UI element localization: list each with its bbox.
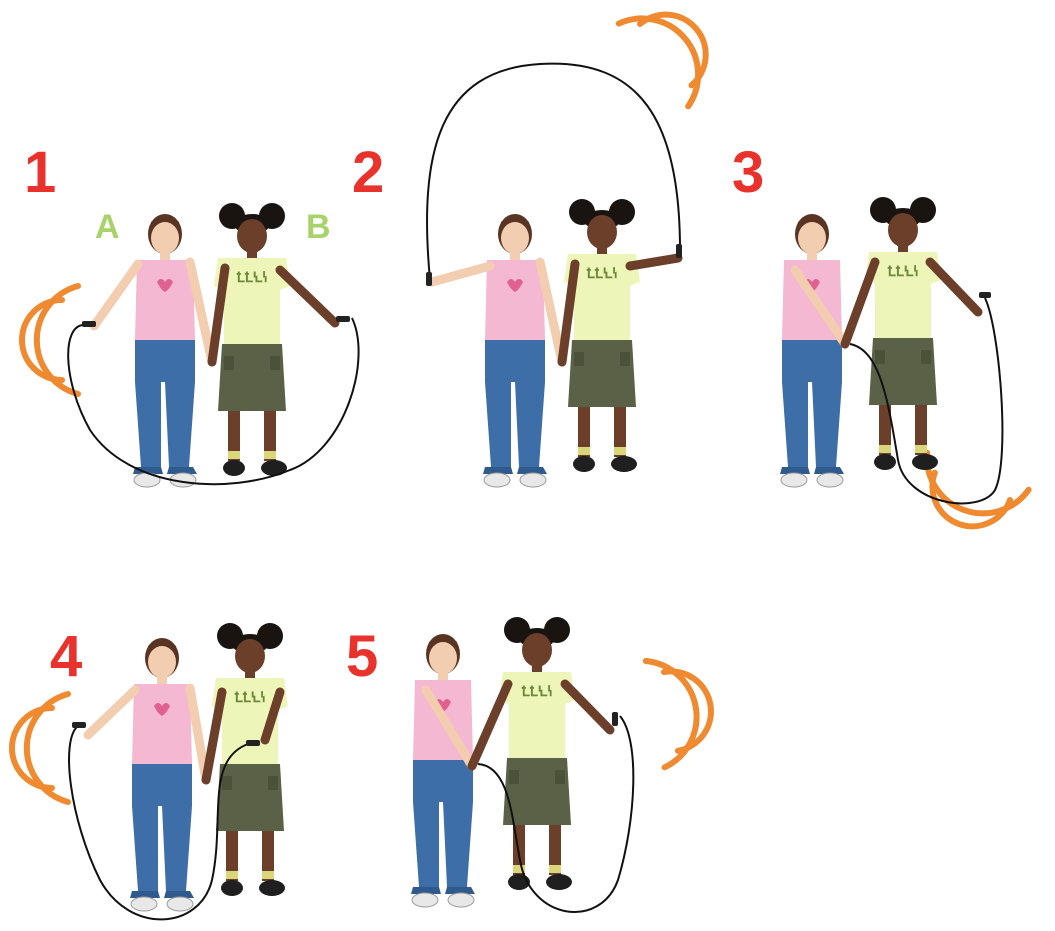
scene-step-4 — [12, 623, 288, 919]
rope-handle — [246, 740, 260, 746]
arm — [94, 264, 138, 326]
girl-a-step-3 — [780, 214, 844, 487]
girl-a-step-1 — [133, 214, 197, 487]
arm — [472, 684, 508, 766]
rope-handle — [72, 722, 86, 728]
girl-b-step-5 — [499, 617, 575, 890]
girl-a-step-4 — [130, 638, 194, 911]
arm — [432, 266, 490, 282]
rope-handle — [336, 316, 350, 322]
arm — [930, 262, 978, 312]
motion-arcs-step-4 — [12, 694, 68, 802]
scene-step-5 — [411, 617, 720, 912]
motion-arcs-step-2 — [619, 0, 731, 106]
arm — [565, 684, 610, 730]
scene-step-2 — [426, 0, 731, 487]
arm — [630, 258, 678, 266]
rope-handle — [426, 272, 432, 286]
girl-b-step-3 — [865, 197, 941, 470]
girl-b-step-2 — [564, 199, 640, 472]
rope-handle — [676, 244, 682, 258]
arm — [190, 688, 206, 780]
scene-step-3 — [780, 197, 1029, 542]
girl-b-step-4 — [212, 623, 288, 896]
girl-a-step-5 — [411, 634, 475, 907]
girl-b-step-1 — [214, 203, 290, 476]
arm — [845, 262, 875, 344]
scene-step-1 — [22, 203, 359, 487]
rope-handle — [612, 712, 618, 726]
arm — [280, 270, 335, 323]
arm — [88, 690, 135, 735]
jump-rope-step-2 — [427, 64, 680, 280]
rope-handle — [82, 321, 96, 327]
motion-arcs-step-5 — [646, 651, 720, 767]
rope-handle — [979, 292, 991, 298]
girl-a-step-2 — [483, 214, 547, 487]
